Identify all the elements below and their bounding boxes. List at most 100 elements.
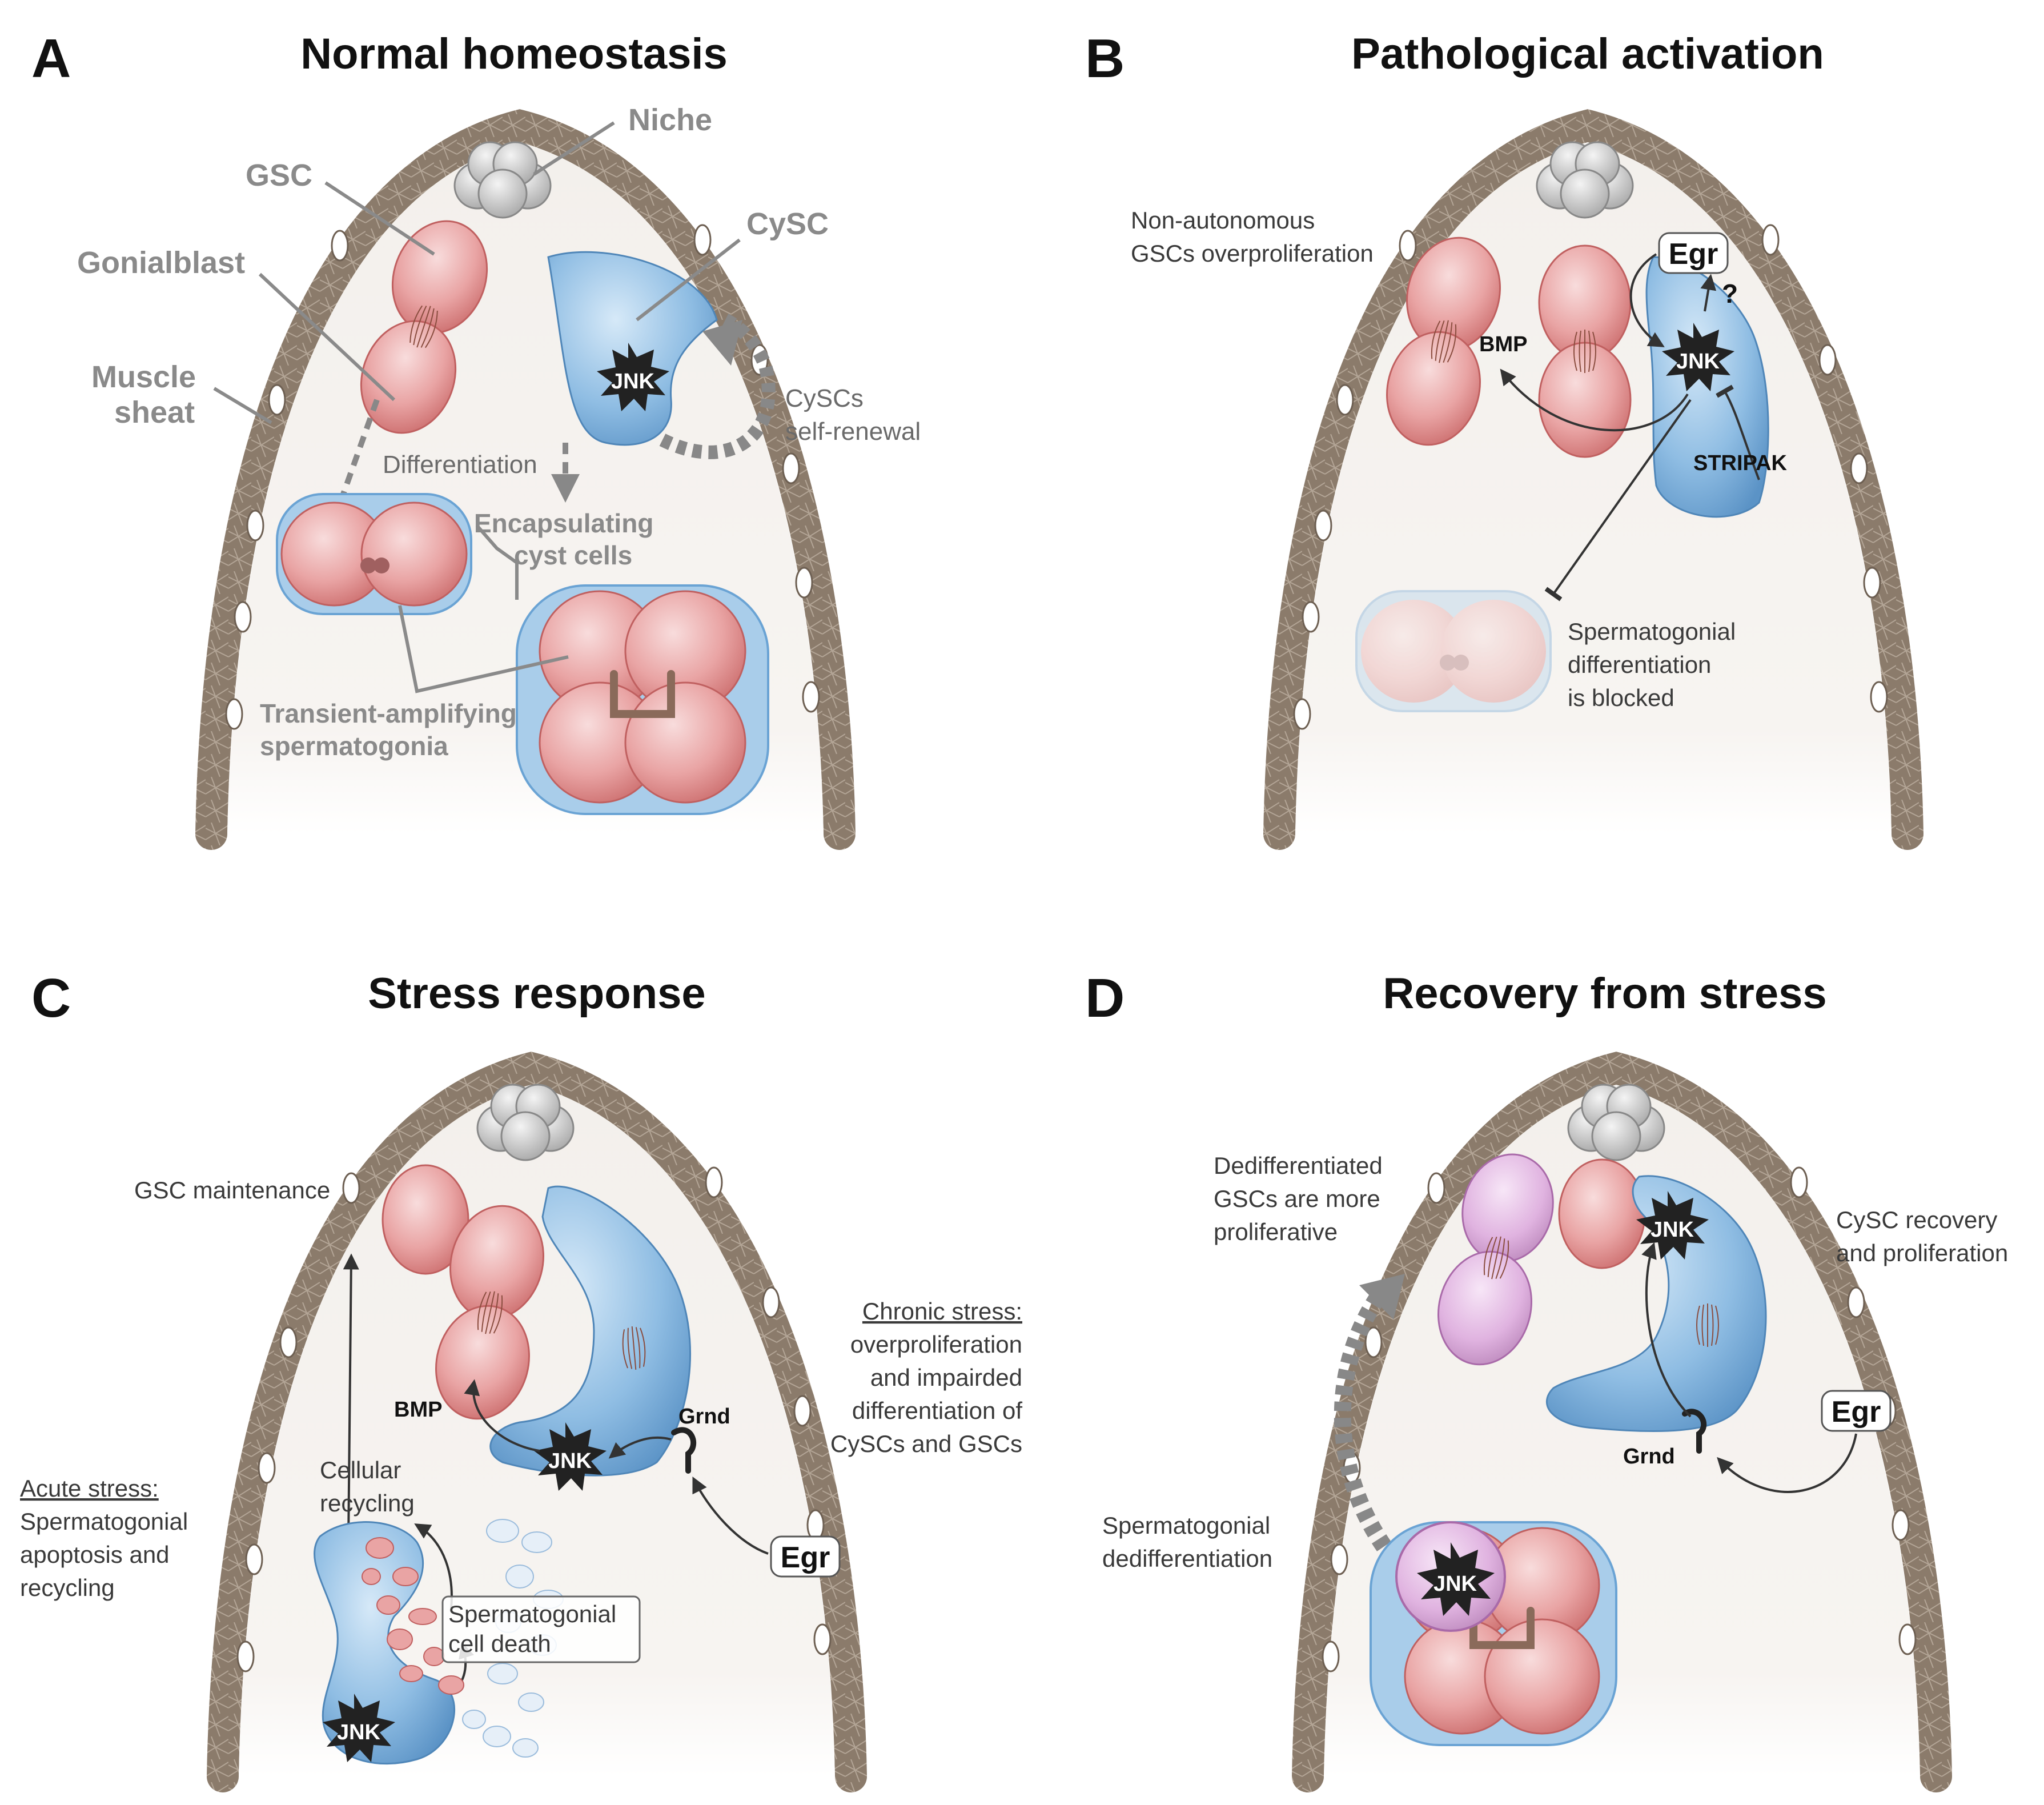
- two-cell-cyst-a: [276, 493, 472, 615]
- muscle-nuclei-a: [225, 224, 820, 730]
- panel-letter-c: C: [31, 968, 71, 1029]
- label-chronic-3-c: differentiation of: [852, 1397, 1022, 1424]
- testis-muscle-sheath-a: [195, 109, 856, 850]
- jnk-burst-d2: [1417, 1542, 1495, 1616]
- recycling-cyst-cell-c: [314, 1521, 455, 1765]
- grnd-receptor-c: [671, 1427, 696, 1474]
- dediff-gsc-d: [1437, 1153, 1554, 1366]
- jnk-label-d2: JNK: [1433, 1572, 1477, 1596]
- grnd-receptor-d: [1682, 1409, 1707, 1454]
- grnd-label-c: Grnd: [678, 1405, 730, 1429]
- testis-muscle-sheath-c: [207, 1052, 867, 1792]
- apoptotic-fragments-c: [362, 1537, 464, 1695]
- label-differentiation-a: Differentiation: [383, 451, 537, 479]
- gsc-dividing-a: [360, 220, 488, 434]
- label-gonialblast-a: Gonialblast: [77, 246, 245, 280]
- egr-label-b: Egr: [1669, 238, 1718, 271]
- label-cysc-rec-1-d: CySC recovery: [1836, 1206, 1997, 1233]
- label-death-1-c: Spermatogonial: [448, 1601, 616, 1627]
- label-dediff-gsc-2-d: GSCs are more: [1214, 1185, 1380, 1212]
- label-cyst-cells-a: cyst cells: [514, 540, 632, 570]
- cysc-cell-d: [1546, 1175, 1767, 1433]
- panel-letter-b: B: [1085, 28, 1125, 89]
- jnk-label-a: JNK: [611, 370, 655, 394]
- cysc-self-renewal-arrow: [659, 314, 776, 459]
- panel-d: D Recovery from stress JNK Egr: [1085, 968, 2008, 1792]
- dediff-cyst-d: [1370, 1521, 1617, 1746]
- panel-letter-a: A: [31, 28, 71, 89]
- label-spermato-2-b: differentiation: [1568, 651, 1711, 678]
- self-renewal-arrowhead: [702, 320, 742, 366]
- testis-muscle-sheath-b: [1263, 109, 1923, 850]
- label-chronic-4-c: CySCs and GSCs: [830, 1430, 1022, 1457]
- cell-death-box-c: [441, 1595, 641, 1663]
- cysc-cell-a: [547, 251, 718, 446]
- label-cyscs-a: CySCs: [785, 384, 864, 412]
- label-cellular-1-c: Cellular: [320, 1457, 401, 1483]
- label-chronic-1-c: overproliferation: [850, 1331, 1022, 1358]
- panel-title-d: Recovery from stress: [1383, 969, 1826, 1018]
- label-death-2-c: cell death: [448, 1630, 551, 1657]
- gsc-cell-d: [1558, 1158, 1646, 1269]
- label-dediff-gsc-3-d: proliferative: [1214, 1218, 1338, 1245]
- panel-letter-d: D: [1085, 968, 1125, 1029]
- label-acute-1-c: Spermatogonial: [20, 1508, 188, 1535]
- label-cellular-2-c: recycling: [320, 1490, 415, 1517]
- jnk-label-c2: JNK: [337, 1720, 381, 1744]
- panel-title-c: Stress response: [368, 969, 705, 1018]
- jnk-label-c: JNK: [548, 1449, 592, 1473]
- label-acute-3-c: recycling: [20, 1574, 115, 1601]
- egr-box-b: [1658, 232, 1729, 274]
- jnk-burst-c2: [323, 1694, 395, 1762]
- label-self-renewal-a: self-renewal: [785, 418, 921, 446]
- gsc-pair-b: [1386, 236, 1632, 458]
- four-cell-cyst-a: [516, 584, 769, 815]
- leader-lines-a: [213, 121, 741, 693]
- jnk-burst-b: [1662, 323, 1734, 391]
- label-cysc-rec-2-d: and proliferation: [1836, 1240, 2008, 1266]
- grnd-label-d: Grnd: [1623, 1445, 1675, 1469]
- label-spermato-3-b: is blocked: [1568, 684, 1674, 711]
- label-chronic-2-c: and impairded: [870, 1364, 1022, 1391]
- panel-title-a: Normal homeostasis: [300, 30, 728, 78]
- jnk-burst-c: [534, 1422, 607, 1491]
- dividing-gsc-c: [435, 1205, 544, 1420]
- label-sheat-a: sheat: [114, 395, 195, 430]
- label-acute-head-c: Acute stress:: [20, 1475, 159, 1502]
- label-chronic-head-c: Chronic stress:: [862, 1298, 1022, 1325]
- testis-muscle-sheath-d: [1292, 1052, 1952, 1792]
- arrows-d: [1641, 1242, 1857, 1493]
- jnk-label-d: JNK: [1651, 1218, 1694, 1242]
- label-transient-a: Transient-amplifying: [260, 699, 517, 728]
- blocked-cyst-b: [1355, 590, 1552, 712]
- bmp-label-c: BMP: [394, 1398, 442, 1422]
- gsc-cell-c: [382, 1164, 469, 1275]
- egr-box-c: [770, 1535, 841, 1578]
- label-niche-a: Niche: [628, 103, 712, 137]
- label-nonauto-2-b: GSCs overproliferation: [1131, 240, 1374, 267]
- label-acute-2-c: apoptosis and: [20, 1541, 170, 1568]
- label-muscle-a: Muscle: [91, 360, 196, 394]
- label-spermato-1-b: Spermatogonial: [1568, 618, 1736, 645]
- label-dediff-gsc-1-d: Dedifferentiated: [1214, 1152, 1383, 1179]
- label-sp-dediff-1-d: Spermatogonial: [1102, 1512, 1270, 1539]
- cysc-cell-c: [489, 1185, 692, 1477]
- bmp-label-b: BMP: [1479, 332, 1527, 356]
- egr-label-c: Egr: [781, 1541, 830, 1574]
- jnk-label-b: JNK: [1676, 350, 1720, 374]
- label-encapsulating-a: Encapsulating: [474, 508, 653, 538]
- label-spermatogonia-a: spermatogonia: [260, 731, 448, 761]
- panel-a: A Normal homeostasis JNK: [31, 28, 921, 850]
- stripak-label-b: STRIPAK: [1693, 451, 1788, 475]
- label-gsc-a: GSC: [246, 158, 312, 192]
- panel-c: C Stress response JNK Egr: [20, 968, 1022, 1792]
- label-nonauto-1-b: Non-autonomous: [1131, 207, 1315, 234]
- panel-title-b: Pathological activation: [1351, 30, 1824, 78]
- egr-label-d: Egr: [1832, 1395, 1881, 1429]
- label-cysc-a: CySC: [746, 207, 829, 241]
- label-gsc-maint-c: GSC maintenance: [134, 1177, 330, 1204]
- muscle-nuclei-b: [1293, 224, 1888, 730]
- arrows-b: [1500, 253, 1760, 601]
- dedifferentiation-arrowhead-d: [1359, 1274, 1405, 1319]
